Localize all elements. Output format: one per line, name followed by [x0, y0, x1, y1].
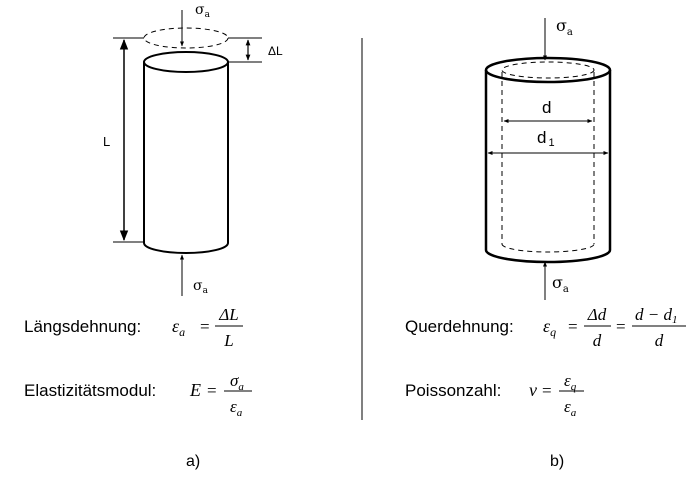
modulus-label: Elastizitätsmodul:	[24, 381, 156, 400]
outer-bottom-arc	[484, 249, 612, 264]
caption-b: b)	[550, 453, 564, 470]
modulus-lhs: E	[189, 380, 201, 400]
sigma-top-left: σa	[195, 2, 211, 20]
transverse-strain-lhs: εq	[543, 316, 556, 339]
equals-sign: =	[616, 317, 626, 336]
modulus-denominator: εa	[230, 397, 243, 419]
caption-a: a)	[186, 453, 200, 470]
poisson-lhs: ν	[529, 380, 537, 400]
cylinder-top-ellipse	[143, 51, 229, 73]
axial-strain-numerator: ΔL	[218, 305, 238, 324]
outer-top-ellipse	[484, 56, 612, 84]
modulus-numerator: σa	[230, 371, 244, 393]
transverse-strain-label: Querdehnung:	[405, 317, 514, 336]
inner-bottom-arc	[501, 243, 595, 253]
cylinder-transverse	[484, 18, 612, 300]
transverse-numerator-2: d − d1	[635, 305, 677, 326]
cylinder-bottom-arc	[143, 242, 229, 254]
transverse-numerator-1: Δd	[587, 305, 607, 324]
axial-strain-label: Längsdehnung:	[24, 317, 141, 336]
sigma-bottom-right: σa	[552, 273, 569, 295]
poisson-label: Poissonzahl:	[405, 381, 501, 400]
equals-sign: =	[568, 317, 578, 336]
axial-strain-lhs: εa	[172, 316, 185, 339]
poisson-numerator: εq	[564, 371, 577, 393]
equals-sign: =	[207, 381, 217, 400]
axial-strain-denominator: L	[223, 331, 233, 350]
poisson-denominator: εa	[564, 397, 577, 419]
sigma-top-right: σa	[556, 16, 573, 38]
original-top-ellipse	[143, 27, 229, 49]
transverse-denominator-1: d	[593, 331, 602, 350]
d-label: d	[542, 98, 551, 117]
inner-top-ellipse	[501, 61, 595, 79]
sigma-bottom-left: σa	[193, 278, 209, 296]
equals-sign: =	[542, 381, 552, 400]
length-label: L	[103, 134, 110, 149]
cylinder-axial	[113, 10, 262, 296]
equals-sign: =	[200, 317, 210, 336]
delta-l-label: ΔL	[268, 44, 283, 58]
transverse-denominator-2: d	[655, 331, 664, 350]
